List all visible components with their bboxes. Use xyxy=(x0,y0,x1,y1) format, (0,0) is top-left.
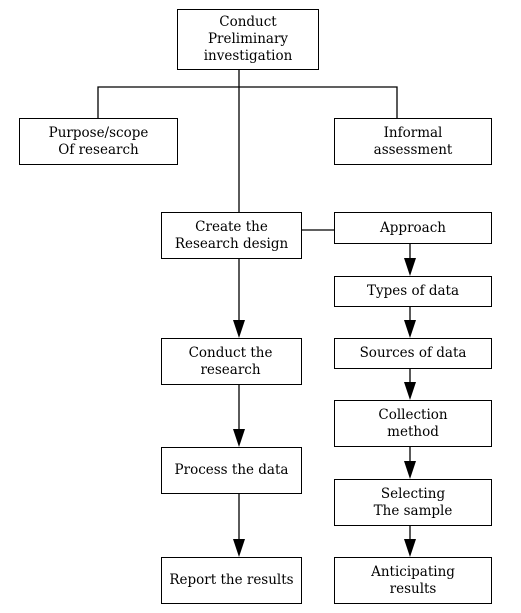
node-types-of-data: Types of data xyxy=(334,276,492,307)
node-sources-of-data: Sources of data xyxy=(334,338,492,369)
node-conduct-the-research: Conduct the research xyxy=(161,338,302,385)
arrowhead-selecting-sample xyxy=(404,461,416,479)
arrowhead-sources-of-data xyxy=(404,320,416,338)
arrowhead-conduct-research xyxy=(233,320,245,338)
node-report-the-results: Report the results xyxy=(161,557,302,604)
node-selecting-the-sample: Selecting The sample xyxy=(334,479,492,526)
node-conduct-preliminary-investigation: Conduct Preliminary investigation xyxy=(177,9,319,70)
node-approach: Approach xyxy=(334,212,492,244)
arrowhead-collection-method xyxy=(404,382,416,400)
arrowhead-types-of-data xyxy=(404,258,416,276)
arrowhead-anticipating-results xyxy=(404,539,416,557)
connector-conduct-preliminary-to-informal-assessment xyxy=(239,86,398,118)
arrowhead-report-results xyxy=(233,539,245,557)
node-create-research-design: Create the Research design xyxy=(161,212,302,259)
node-purpose-scope-of-research: Purpose/scope Of research xyxy=(19,118,178,165)
arrowhead-process-data xyxy=(233,429,245,447)
node-informal-assessment: Informal assessment xyxy=(334,118,492,165)
node-collection-method: Collection method xyxy=(334,400,492,447)
node-process-the-data: Process the data xyxy=(161,447,302,494)
connector-conduct-preliminary-to-purpose-scope xyxy=(97,70,240,118)
node-anticipating-results: Anticipating results xyxy=(334,557,492,604)
